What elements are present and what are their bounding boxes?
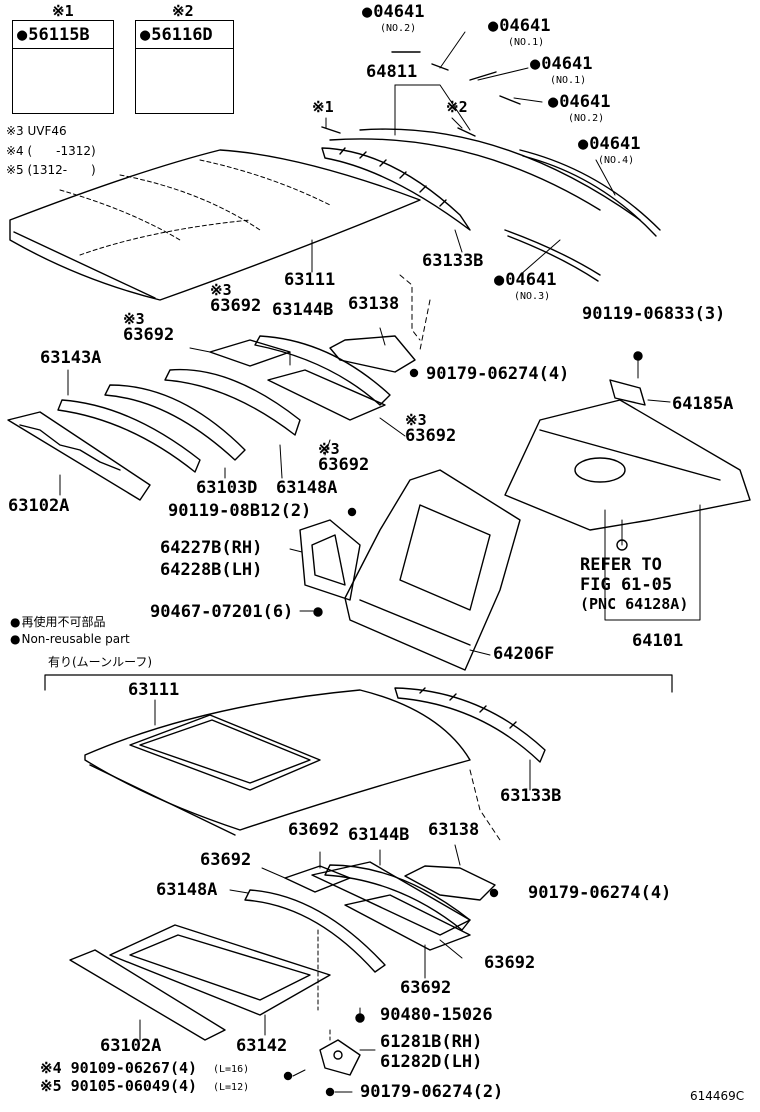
legend-japanese: 再使用不可部品 — [10, 616, 105, 628]
mark-3a: ※3 — [210, 281, 232, 299]
label-63692-e: 63692 — [288, 820, 340, 840]
section-title-moonroof: 有り(ムーンルーフ) — [48, 655, 153, 669]
label-63133B-lower: 63133B — [500, 786, 562, 806]
clip-sub-6: (NO.3) — [514, 291, 551, 302]
roof-panel-upper — [9, 149, 421, 301]
mark-3d: ※3 — [318, 440, 340, 458]
label-63102A-lower: 63102A — [100, 1036, 162, 1056]
roof-rail-63133B-upper — [321, 147, 471, 253]
moonroof-section-bracket — [44, 674, 673, 693]
hinge-bracket-61281B — [283, 1029, 376, 1097]
clip-label-5: 04641 — [578, 136, 640, 153]
roof-moldings — [321, 31, 661, 282]
label-63692-g: 63692 — [484, 953, 536, 973]
label-63103D: 63103D — [196, 478, 258, 498]
label-64227B: 64227B(RH) — [160, 538, 263, 558]
clip-sub-4: (NO.2) — [568, 113, 605, 124]
clip-label-2: 04641 — [488, 18, 550, 35]
clip-sub-2: (NO.1) — [508, 37, 545, 48]
label-90179-bottom: 90179-06274(2) — [360, 1082, 504, 1102]
label-63111-lower: 63111 — [128, 680, 180, 700]
label-l16: (L=16) — [213, 1064, 250, 1075]
label-64185A: 64185A — [672, 394, 734, 414]
roof-rail-63133B-lower — [394, 687, 546, 841]
label-64206F: 64206F — [493, 644, 555, 664]
clip-sub-5: (NO.4) — [598, 155, 635, 166]
label-61281B: 61281B(RH) — [380, 1032, 483, 1052]
moonroof-frame — [69, 924, 365, 1041]
mark-3c: ※3 — [405, 411, 427, 429]
refer-line-1: REFER TO — [580, 555, 662, 575]
label-90480: 90480-15026 — [380, 1005, 493, 1025]
label-63102A-upper: 63102A — [8, 496, 70, 516]
label-90179-lower: 90179-06274(4) — [528, 883, 672, 903]
label-l12: (L=12) — [213, 1082, 250, 1093]
clip-sub-3: (NO.1) — [550, 75, 587, 86]
rear-body-panels — [344, 351, 751, 671]
label-63692-a: 63692 — [210, 296, 262, 316]
callout-part-56115B: 56115B — [13, 21, 113, 49]
refer-line-3: (PNC 64128A) — [580, 595, 689, 613]
label-63692-d: 63692 — [318, 455, 370, 475]
label-63138-upper: 63138 — [348, 294, 400, 314]
label-63111-upper: 63111 — [284, 270, 336, 290]
clip-label-6: 04641 — [494, 272, 556, 289]
label-64228B: 64228B(LH) — [160, 560, 263, 580]
mark-3b: ※3 — [123, 310, 145, 328]
note-3: ※3 UVF46 — [6, 124, 67, 138]
label-90467: 90467-07201(6) — [150, 602, 294, 622]
mark-1: ※1 — [312, 98, 334, 116]
bracket-63138-upper — [329, 274, 431, 378]
label-63133B-upper: 63133B — [422, 251, 484, 271]
clip-label-4: 04641 — [548, 94, 610, 111]
label-63143A: 63143A — [40, 348, 102, 368]
label-63692-h: 63692 — [400, 978, 452, 998]
clip-sub-1: (NO.2) — [380, 23, 417, 34]
roof-panel-moonroof — [84, 689, 471, 836]
callout-box-1: 56115B — [12, 20, 114, 114]
label-63692-f: 63692 — [200, 850, 252, 870]
clip-label-1: 04641 — [362, 4, 424, 21]
callout-part-56116D: 56116D — [136, 21, 233, 49]
callout-mark-2: ※2 — [172, 2, 194, 20]
clip-label-3: 04641 — [530, 56, 592, 73]
legend-english: Non-reusable part — [10, 633, 129, 645]
refer-line-2: FIG 61-05 — [580, 575, 673, 595]
note-4: ※4 ( -1312) — [6, 144, 96, 158]
roof-bows-lower — [229, 844, 499, 979]
label-90109: ※4 90109-06267(4) — [40, 1059, 198, 1077]
label-64811: 64811 — [366, 62, 418, 82]
label-90119-06833: 90119-06833(3) — [582, 304, 726, 324]
label-63142: 63142 — [236, 1036, 288, 1056]
label-63148A-upper: 63148A — [276, 478, 338, 498]
callout-box-2: 56116D — [135, 20, 234, 114]
label-63692-c: 63692 — [405, 426, 457, 446]
figure-id: 614469C — [690, 1089, 745, 1103]
label-90105: ※5 90105-06049(4) — [40, 1077, 198, 1095]
label-90179-upper: 90179-06274(4) — [426, 364, 570, 384]
roof-bows-upper — [7, 335, 406, 501]
label-90119-08B12: 90119-08B12(2) — [168, 501, 312, 521]
quarter-brace-64227B — [289, 507, 361, 617]
label-61282D: 61282D(LH) — [380, 1052, 483, 1072]
label-64101: 64101 — [632, 631, 684, 651]
label-63138-lower: 63138 — [428, 820, 480, 840]
label-63148A-lower: 63148A — [156, 880, 218, 900]
label-63144B-lower: 63144B — [348, 825, 410, 845]
note-5: ※5 (1312- ) — [6, 163, 96, 177]
label-63144B-upper: 63144B — [272, 300, 334, 320]
label-63692-b: 63692 — [123, 325, 175, 345]
mark-2: ※2 — [446, 98, 468, 116]
callout-mark-1: ※1 — [52, 2, 74, 20]
